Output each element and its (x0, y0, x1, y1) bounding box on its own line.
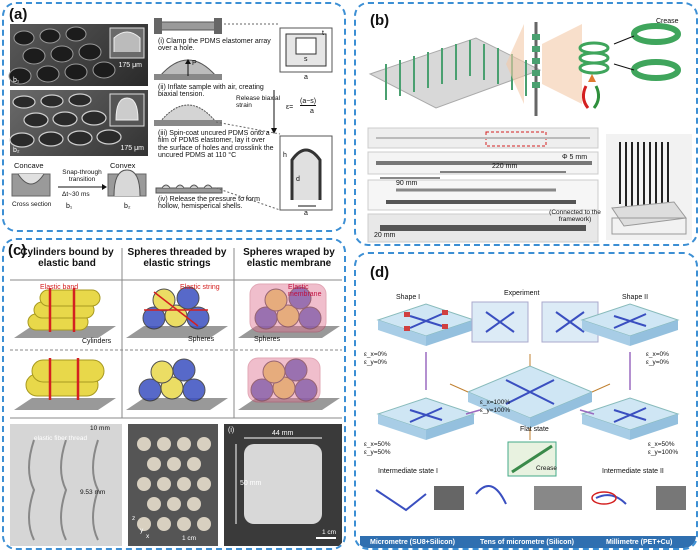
col2-title: Spheres threaded by elastic strings (127, 247, 227, 269)
scale-20mm: 20 mm (374, 232, 396, 239)
crease-label-b: Crease (656, 18, 679, 25)
strain-left-y: ε_y=0% (364, 359, 387, 366)
footer-tens-micrometre: Tens of micrometre (Silicon) (480, 539, 574, 546)
col3-title: Spheres wraped by elastic membrane (243, 247, 335, 269)
panel-b: (b) (354, 2, 698, 246)
sub-i-label: (i) (228, 427, 235, 434)
sem-sub-b2: b₂ (13, 146, 20, 154)
s-label: s (304, 56, 308, 63)
dim-953: 9.53 mm (80, 489, 106, 496)
scale-1cm-a: 1 cm (182, 535, 197, 542)
intermediate-2-label: Intermediate state II (602, 468, 664, 475)
frac-num: (a−s) (300, 98, 317, 107)
col1-title: Cylinders bound by elastic band (20, 247, 114, 269)
elastic-membrane-label: Elastic membrane (288, 284, 322, 299)
shape-1-label: Shape I (396, 294, 421, 301)
sem-scale-top: 175 μm (118, 62, 143, 69)
panel-d: (d) Shape I Experiment Shape II (354, 252, 698, 550)
step-ii: (ii) Inflate sample with air, creating b… (158, 84, 264, 99)
step-i: (i) Clamp the PDMS elastomer array over … (158, 38, 271, 53)
dim-50: 50 mm (240, 480, 262, 487)
t-label: t (322, 30, 324, 37)
spheres-label-1: Spheres (188, 336, 215, 343)
frac-den: a (310, 108, 314, 115)
dim-44: 44 mm (272, 430, 294, 437)
scale-1cm-b: 1 cm (322, 529, 337, 536)
strain-center-y: ε_y=100% (480, 407, 511, 414)
footer-micrometre: Micrometre (SU8+Silicon) (370, 539, 455, 546)
strain-mid-left-x: ε_x=50% (364, 441, 391, 448)
x-axis: x (146, 533, 150, 540)
h-label: h (283, 152, 287, 159)
z-axis: z (132, 515, 136, 522)
strain-left-x: ε_x=0% (364, 351, 387, 358)
panel-c-label: (c) (8, 242, 27, 259)
flat-state-label: Flat state (520, 426, 549, 433)
d-label: d (296, 176, 300, 183)
dim-220: 220 mm (492, 163, 518, 170)
a-label-top: a (304, 74, 308, 81)
sem-pattern-bottom (9, 93, 145, 148)
elastic-band-label: Elastic band (40, 284, 79, 291)
footer-millimetre: Millimetre (PET+Cu) (606, 539, 673, 546)
y-axis: y (140, 527, 144, 534)
delta-t-label: Δt~30 ms (62, 191, 90, 198)
sem-sub-b1: b₁ (13, 76, 20, 84)
p-label-ii: P (192, 60, 197, 67)
panel-c-illustration (10, 248, 342, 546)
panel-d-illustration (360, 301, 696, 548)
sem-scale-bottom: 175 μm (120, 144, 145, 152)
release-label: Release biaxial strain (236, 95, 281, 109)
cross-section-label: Cross section (12, 201, 52, 208)
dim-90: 90 mm (396, 180, 418, 187)
panel-d-label: (d) (370, 264, 390, 281)
sem-image-bottom: 175 μm b₂ (9, 90, 148, 156)
a-label-bottom: a (304, 210, 308, 217)
connected-label: (Connected to the framework) (549, 209, 601, 223)
snap-label: Snap-through transition (62, 169, 102, 183)
strain-right-y: ε_y=0% (646, 359, 669, 366)
strain-mid-left-y: ε_y=50% (364, 449, 391, 456)
cylinders-label: Cylinders (82, 338, 112, 345)
panel-c: (c) Cylinders bound by elastic band Sphe… (2, 238, 346, 550)
panel-b-illustration (367, 22, 692, 243)
intermediate-1-label: Intermediate state I (378, 468, 438, 475)
strain-right-x: ε_x=0% (646, 351, 669, 358)
panel-a: (a) 175 μm b₁ 175 μm b₂ Conc (2, 2, 346, 232)
elastic-string-label: Elastic string (180, 284, 220, 291)
phi-label: Φ 5 mm (562, 154, 588, 161)
concave-convex-drawing (11, 169, 147, 197)
spheres-label-2: Spheres (254, 336, 281, 343)
panel-b-label: (b) (370, 12, 390, 29)
b2-label: b₂ (124, 203, 131, 210)
scale-10mm: 10 mm (90, 425, 110, 432)
strain-mid-right-y: ε_y=100% (648, 449, 679, 456)
shape-2-label: Shape II (622, 294, 649, 301)
sem-pattern-top (8, 26, 145, 85)
panel-a-label: (a) (9, 6, 28, 23)
strain-mid-right-x: ε_x=50% (648, 441, 675, 448)
crease-label-d: Crease (536, 465, 557, 472)
elastic-fiber-label: elastic fiber thread (34, 435, 88, 442)
b1-label: b₁ (66, 203, 73, 210)
experiment-label: Experiment (504, 290, 540, 297)
strain-center-x: ε_x=100% (480, 399, 511, 406)
epsilon-label: ε= (286, 104, 294, 111)
step-iii: (iii) Spin-coat uncured PDMS onto a film… (158, 130, 274, 160)
process-diagram (154, 18, 333, 211)
concave-label: Concave (14, 161, 44, 170)
sem-image-top: 175 μm b₁ (8, 24, 148, 86)
convex-label: Convex (110, 161, 136, 170)
step-iv: (iv) Release the pressure to form hollow… (158, 196, 260, 211)
